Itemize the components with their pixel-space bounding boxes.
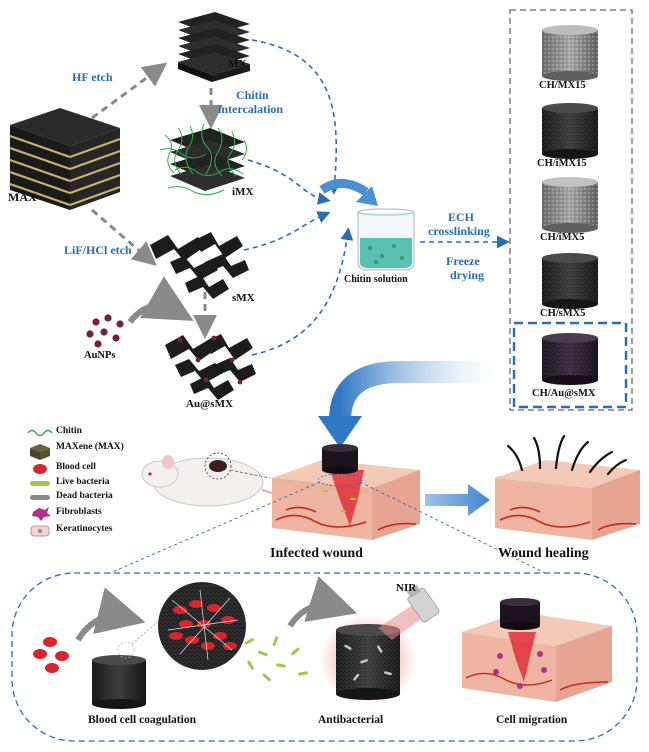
label-lif-etch: LiF/HCl etch: [64, 243, 132, 257]
product-label-3: CH/iMX5: [540, 232, 585, 243]
label-wound-healing: Wound healing: [498, 546, 589, 561]
label-freeze-1: Freeze: [446, 254, 480, 268]
mix-arrow-head: [356, 186, 378, 206]
zoom-lines: [109, 481, 546, 574]
label-infected-wound: Infected wound: [270, 546, 363, 561]
product-cylinder-1: [542, 25, 598, 81]
label-smx: sMX: [232, 292, 255, 304]
product-cylinder-4: [542, 253, 598, 309]
label-nir: NIR: [396, 582, 417, 594]
highlight-product-frame: [512, 321, 628, 409]
big-application-arrowhead: [318, 416, 362, 448]
mx-stack: [178, 12, 250, 82]
legend-icons: [27, 429, 53, 537]
label-chitin-intercalation-1: Chitin: [236, 88, 269, 102]
label-chitin-solution: Chitin solution: [344, 274, 408, 285]
product-label-4: CH/sMX5: [540, 308, 586, 319]
product-label-5: CH/Au@sMX: [532, 388, 596, 399]
product-cylinder-5: [542, 333, 598, 385]
blood-coagulation-scene: [33, 582, 246, 709]
label-hf-etch: HF etch: [72, 70, 113, 84]
label-imx: iMX: [232, 186, 254, 198]
legend-blood-cell: Blood cell: [56, 462, 96, 472]
cell-migration-scene: [462, 598, 612, 702]
antibacterial-scene: [244, 576, 440, 706]
ausmx-flakes: [165, 334, 256, 400]
label-antibacterial: Antibacterial: [318, 714, 384, 726]
max-layered-block: [9, 108, 121, 210]
legend-maxene: MAXene (MAX): [56, 442, 124, 452]
imx-intercalated-layers: [159, 123, 248, 196]
product-label-2: CH/iMX15: [537, 158, 587, 169]
aunps-curved-arrow: [127, 276, 194, 324]
healing-arrow: [425, 484, 490, 516]
legend-fibroblasts: Fibroblasts: [56, 507, 102, 517]
smx-flakes: [150, 232, 249, 299]
mix-arrow-curved: [319, 179, 369, 196]
infected-wound-skin: [272, 444, 420, 540]
process-arrows-blue: [243, 39, 510, 356]
legend-live-bacteria: Live bacteria: [56, 477, 110, 487]
product-cylinder-3: [542, 177, 598, 233]
label-max: MAX: [8, 190, 37, 204]
process-arrows-gray: [91, 62, 223, 339]
healed-skin: [495, 434, 640, 540]
legend-dead-bacteria: Dead bacteria: [56, 491, 113, 501]
label-aunps: AuNPs: [84, 350, 116, 361]
label-ech-1: ECH: [448, 210, 475, 224]
au-nanoparticles: [86, 314, 124, 348]
label-freeze-2: drying: [450, 268, 485, 282]
product-label-1: CH/MX15: [539, 80, 586, 91]
legend-chitin: Chitin: [56, 426, 82, 436]
label-cell-migration: Cell migration: [496, 714, 568, 726]
products-panel-frame: [509, 9, 633, 411]
label-chitin-intercalation-2: intercalation: [218, 102, 284, 116]
big-application-arrow: [329, 361, 500, 421]
product-cylinder-2: [542, 103, 598, 159]
label-blood-coagulation: Blood cell coagulation: [88, 714, 196, 726]
label-ech-2: crosslinking: [428, 224, 490, 238]
label-mx: MX: [228, 58, 247, 70]
mechanism-panel-frame: [11, 572, 638, 742]
chitin-solution-beaker: [357, 208, 415, 271]
legend-keratinocytes: Keratinocytes: [56, 524, 113, 534]
label-ausmx: Au@sMX: [186, 398, 233, 410]
